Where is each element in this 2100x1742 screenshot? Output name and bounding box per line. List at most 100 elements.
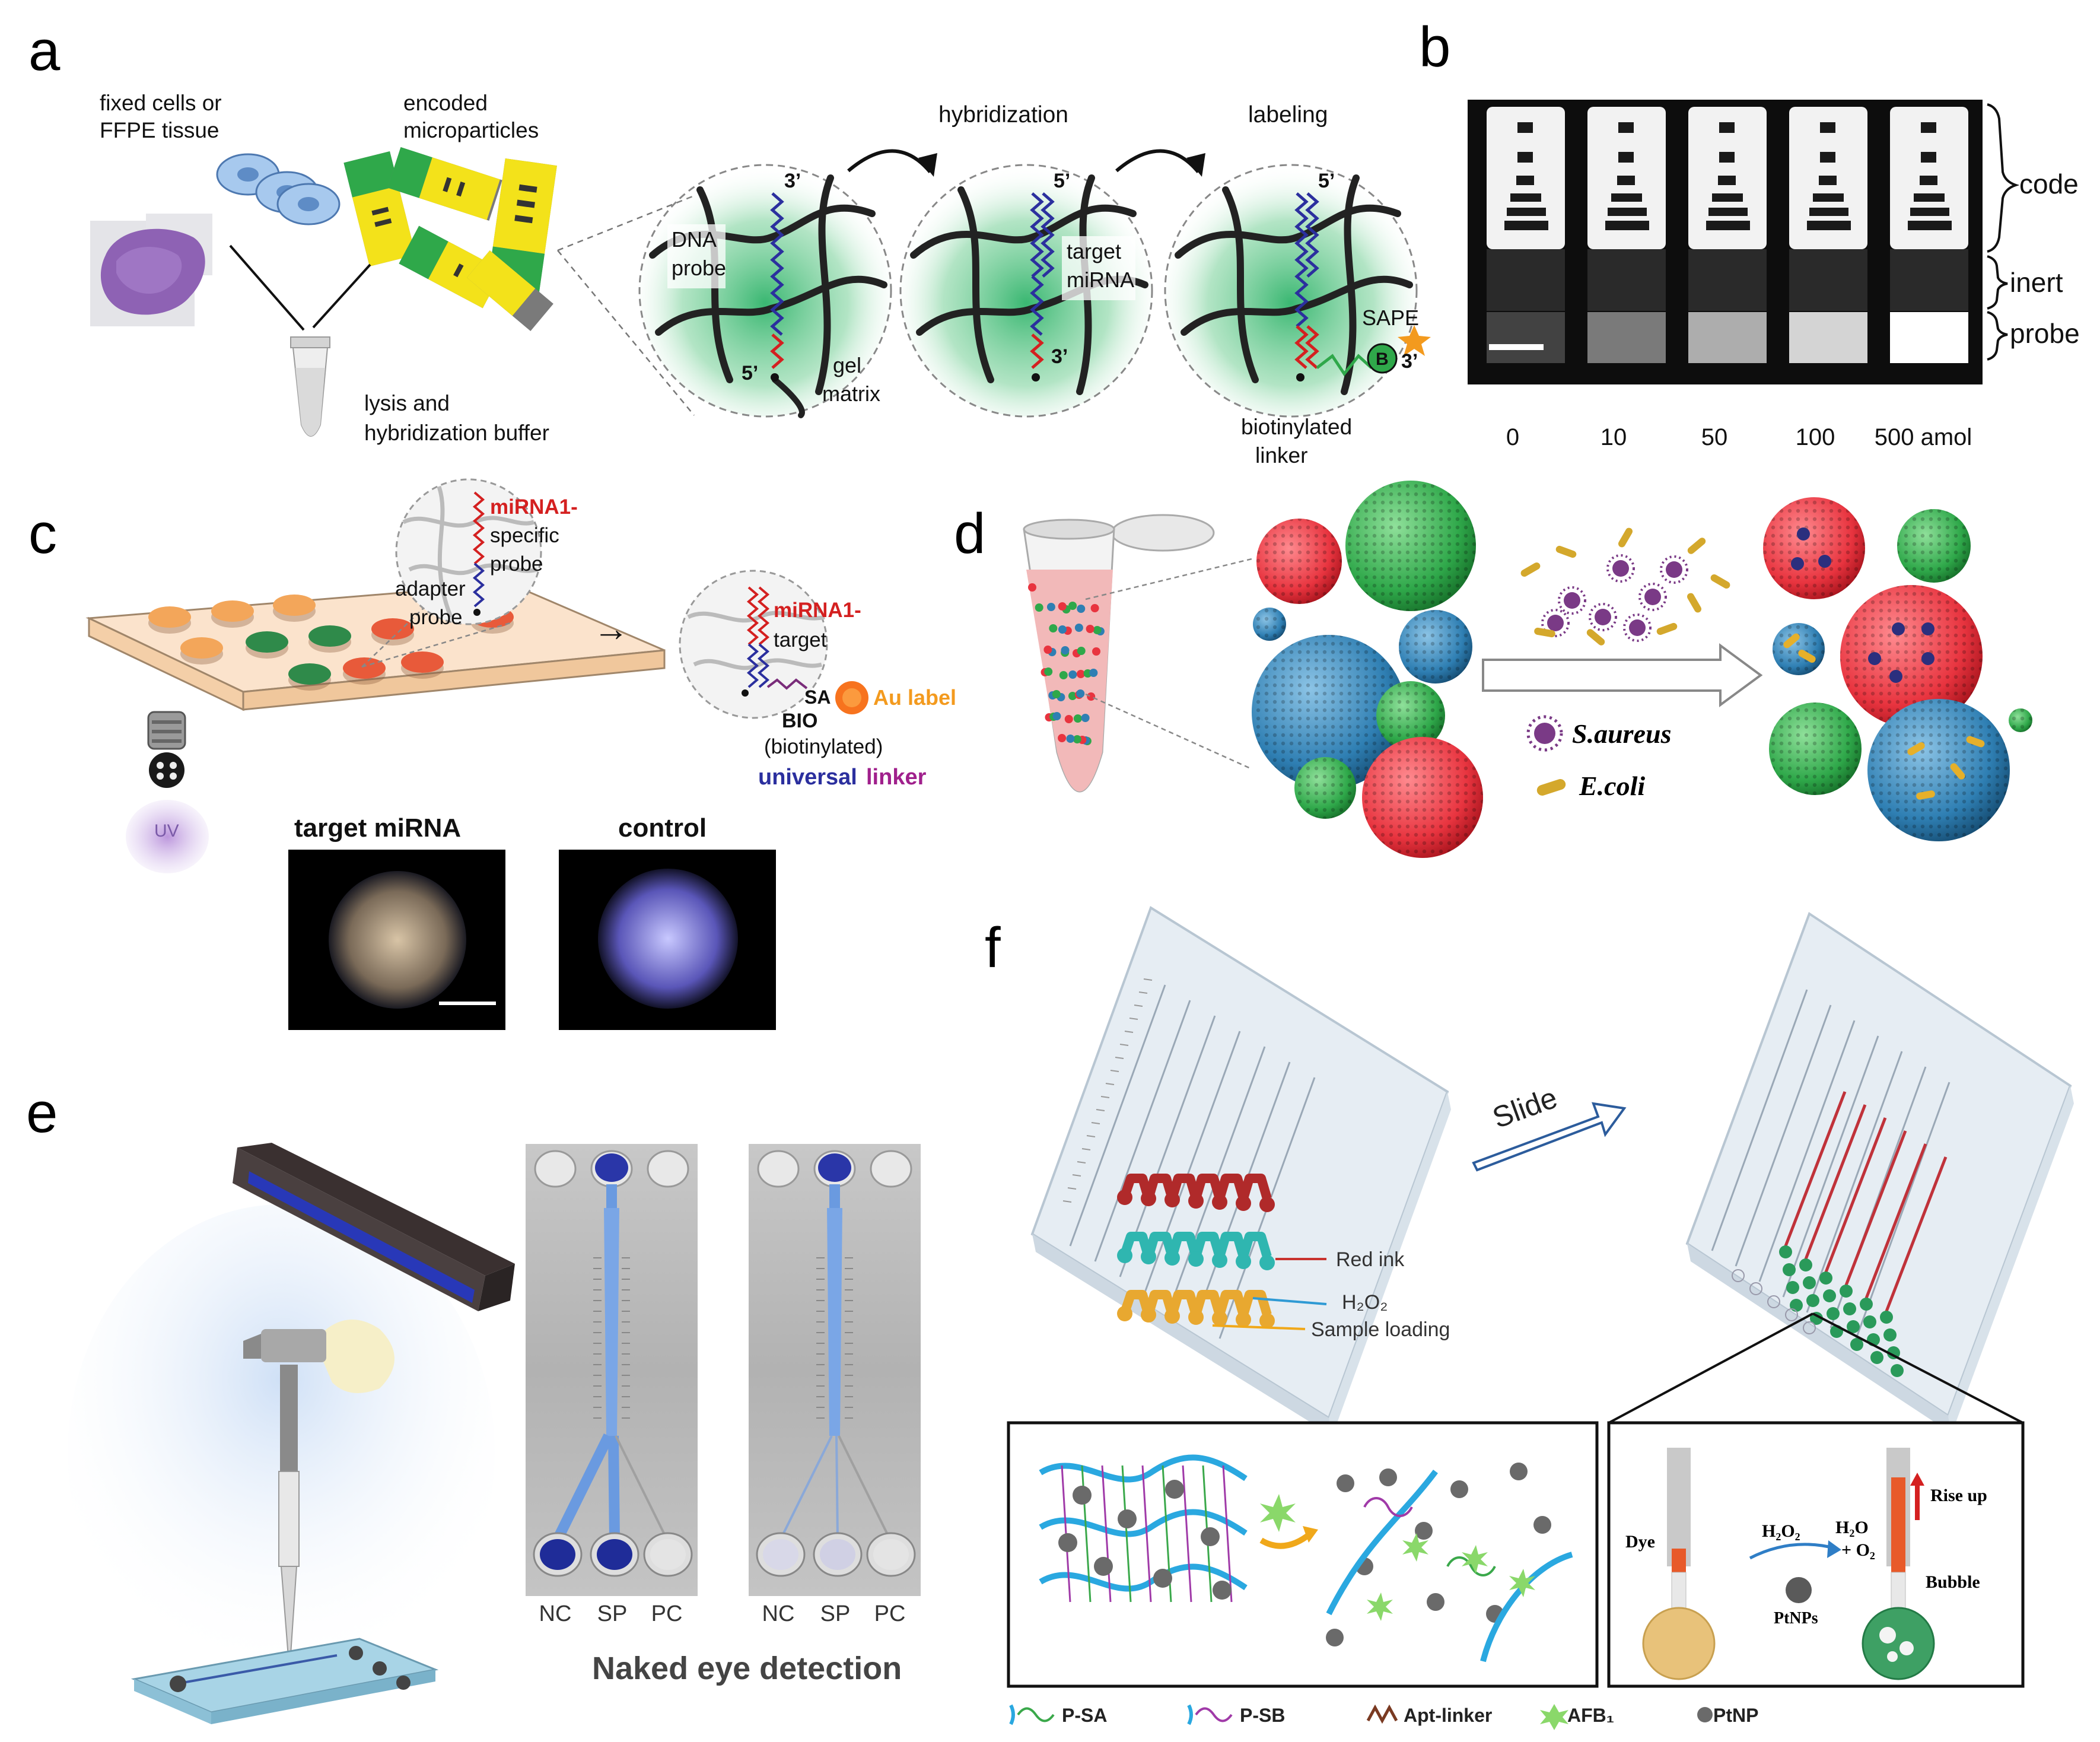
released-ptnp [1337,1474,1354,1492]
target-mirna-title: target miRNA [294,813,461,843]
probe-zoom-circle [395,478,542,625]
captured-ecoli [1950,763,1965,780]
connector-line-right [312,263,371,329]
legend-apt-linker [1366,1704,1398,1724]
code-hole [1618,152,1634,163]
channel-line [1782,1035,1879,1298]
captured-saureus [1797,527,1810,541]
channel-label: NC [762,1601,795,1626]
bead [1059,671,1068,679]
ptnp [1073,1486,1092,1505]
dye-label: Dye [1625,1532,1655,1552]
code-hole [1605,221,1649,230]
ecoli-cell [1687,538,1706,554]
code-hole [1517,152,1533,163]
captured-saureus [1921,622,1934,635]
ruler-tick [1129,1018,1138,1020]
sample-channel-node [1164,1308,1180,1324]
channel-label: PC [651,1601,683,1626]
end-label-5b: 5’ [1054,170,1070,192]
red-ink-column [1885,1156,1948,1312]
captured-saureus [1818,555,1831,568]
bead [1058,625,1067,634]
green-well [1827,1307,1840,1320]
ptnp [1058,1533,1077,1552]
blue-sphere-texture [1773,623,1825,675]
empty-well [1749,1282,1762,1295]
green-well [1819,1271,1832,1285]
bracket-probe-label: probe [2010,318,2080,349]
legend-psb-dna [1195,1707,1233,1722]
polymer-strand [1039,1509,1248,1537]
hydrogel-spot [308,625,351,647]
slip-chip-before [1030,906,1451,1436]
end-label-5c: 5’ [1318,170,1335,192]
bead [1068,670,1077,679]
panel-a-label: a [28,19,61,82]
ruler-tick [1096,1109,1105,1111]
rxn-out1-label: H₂O [1835,1518,1869,1537]
code-hole [1618,122,1634,133]
red-sphere-texture [1256,519,1342,604]
released-ptnp [1415,1522,1433,1540]
ruler-tick [1110,1070,1119,1072]
ptnp [1153,1569,1172,1588]
hydrogel-spot [246,631,288,653]
biotin-linker-line2: linker [1255,443,1307,468]
code-hole [1908,221,1952,230]
rise-up-label: Rise up [1930,1486,1987,1505]
lane-inert-region [1587,249,1666,311]
loaded-well [595,1153,628,1182]
bead [1061,646,1070,654]
red-ink-channel-node [1259,1197,1275,1212]
channel-label: PC [874,1601,906,1626]
bottom-well-fill [820,1539,855,1570]
psa-fragment [1446,1556,1496,1576]
dna-crosslink [1121,1465,1132,1603]
gel-circle-probe: DNA probe 3’ 5’ gel matrix [638,164,892,418]
tube-beads [1028,583,1105,745]
lane-inert-region [1890,249,1968,311]
ruler-tick [1115,1057,1124,1059]
bead [1076,689,1085,698]
target-mirna-line2: miRNA [1067,268,1134,292]
naked-eye-caption: Naked eye detection [592,1651,902,1686]
code-hole [1920,176,1937,185]
green-sphere-texture [2009,708,2032,732]
dna-probe-line1: DNA [672,227,717,252]
saureus-cell [1666,561,1682,578]
captured-ecoli [1907,742,1925,755]
lane-probe-band [1487,312,1565,363]
ptnp [1094,1557,1113,1576]
hydrogel-spot [180,637,223,659]
green-well [1803,1276,1816,1289]
bead [1076,670,1085,678]
ruler-tick [1143,978,1153,981]
hybridization-title: hybridization [938,102,1068,128]
ptnps-label: PtNPs [1774,1609,1818,1627]
ecoli-cell [1555,545,1577,558]
released-ptnp [1510,1463,1528,1480]
ecoli-cell [1687,593,1701,613]
bead [1052,712,1061,720]
lane-inert-region [1789,249,1867,311]
bubble-label: Bubble [1926,1572,1980,1592]
saureus-cell [1612,560,1629,577]
hydrogel-box [1007,1421,1599,1688]
scale-bar [1489,344,1544,350]
panel-f-label: f [985,916,1001,980]
lane-inert-region [1487,249,1565,311]
polymer-strand [1326,1469,1438,1616]
polymer-strand [1480,1552,1573,1662]
bead [1066,735,1075,743]
released-ptnp [1427,1593,1444,1611]
code-hole [1809,208,1848,216]
lane-inert-region [1688,249,1767,311]
labeling-title: labeling [1248,102,1328,128]
code-hole [1712,193,1743,202]
code-hole [1504,221,1548,230]
ecoli-label: E.coli [1579,771,1645,801]
gel-circle-hybridization: target miRNA 5’ 3’ [899,164,1153,418]
